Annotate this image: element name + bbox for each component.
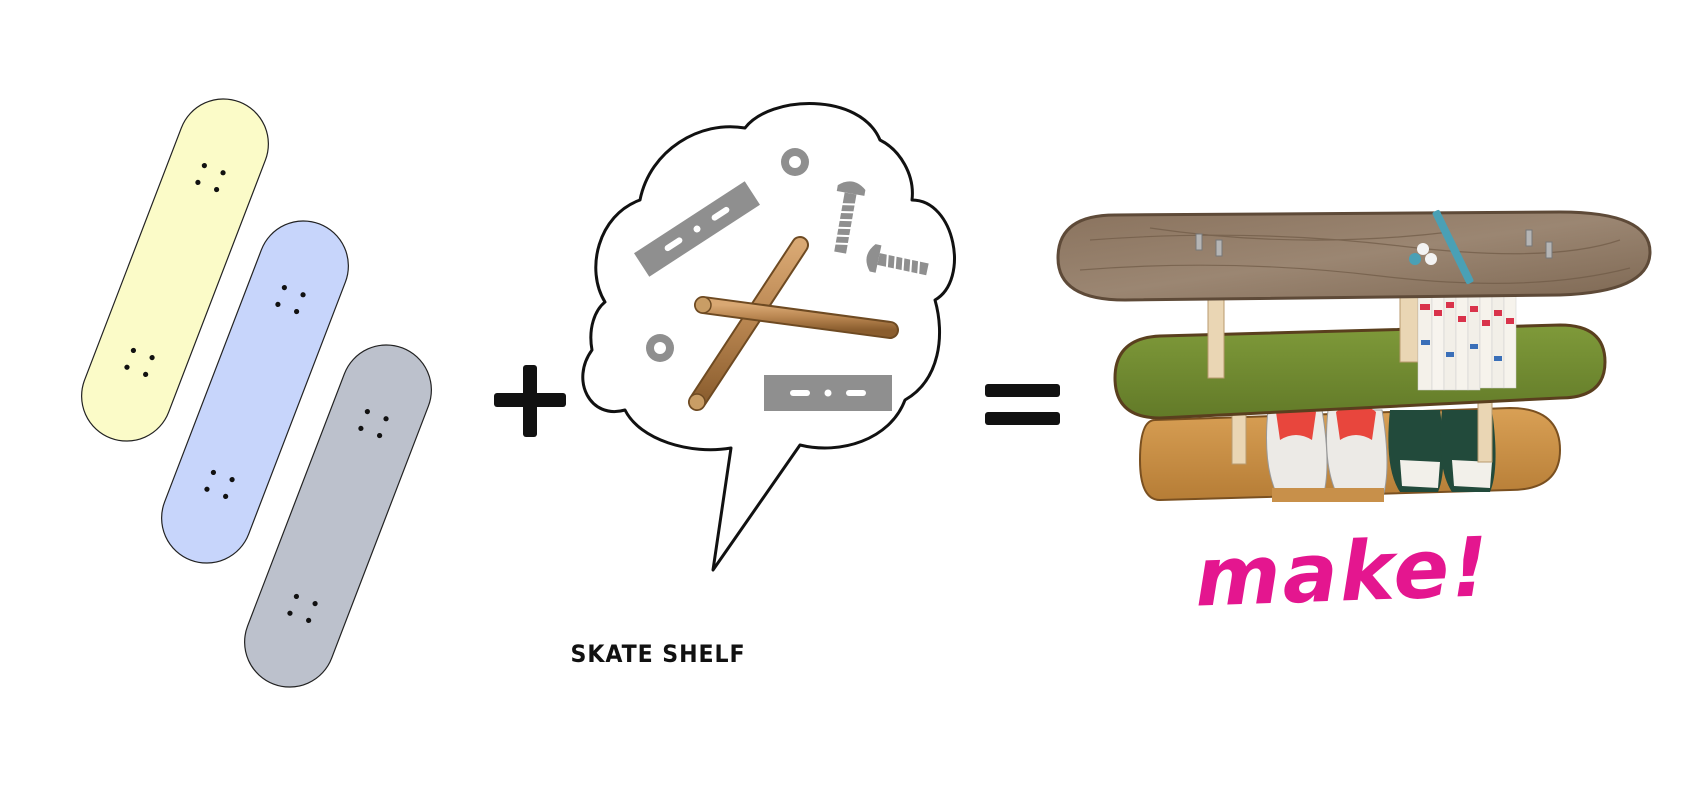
flat-bracket-icon — [764, 375, 892, 411]
bolts — [1195, 229, 1553, 259]
truck-holes-icon — [204, 284, 306, 500]
dowel-icon — [694, 296, 899, 339]
deck-logo-icon — [1409, 209, 1474, 285]
washer-icon — [646, 334, 674, 362]
equals-icon — [985, 384, 1060, 425]
truck-holes-icon — [287, 408, 389, 624]
plus-icon — [494, 365, 566, 437]
middle-deck — [1113, 323, 1607, 420]
screw-icon — [834, 181, 866, 254]
flat-bracket-icon — [634, 181, 760, 277]
top-deck — [1056, 210, 1652, 302]
sneakers — [1266, 403, 1496, 502]
thought-bubble — [581, 102, 956, 572]
skate-shelf-caption: SKATE SHELF — [570, 640, 746, 668]
skate-shelf-illustration — [1056, 209, 1652, 502]
manga-books — [1417, 289, 1517, 391]
screw-icon — [866, 244, 929, 276]
deck-yellow — [81, 98, 269, 442]
deck-gray — [244, 344, 432, 688]
truck-holes-icon — [124, 162, 226, 378]
make-label: make! — [1193, 520, 1492, 626]
shelf-leg — [1207, 297, 1225, 379]
deck-blue — [161, 220, 349, 564]
shelf-leg — [1399, 291, 1419, 363]
washer-icon — [781, 148, 809, 176]
dowel-icon — [688, 236, 809, 411]
hardware-parts-icon — [634, 148, 929, 411]
